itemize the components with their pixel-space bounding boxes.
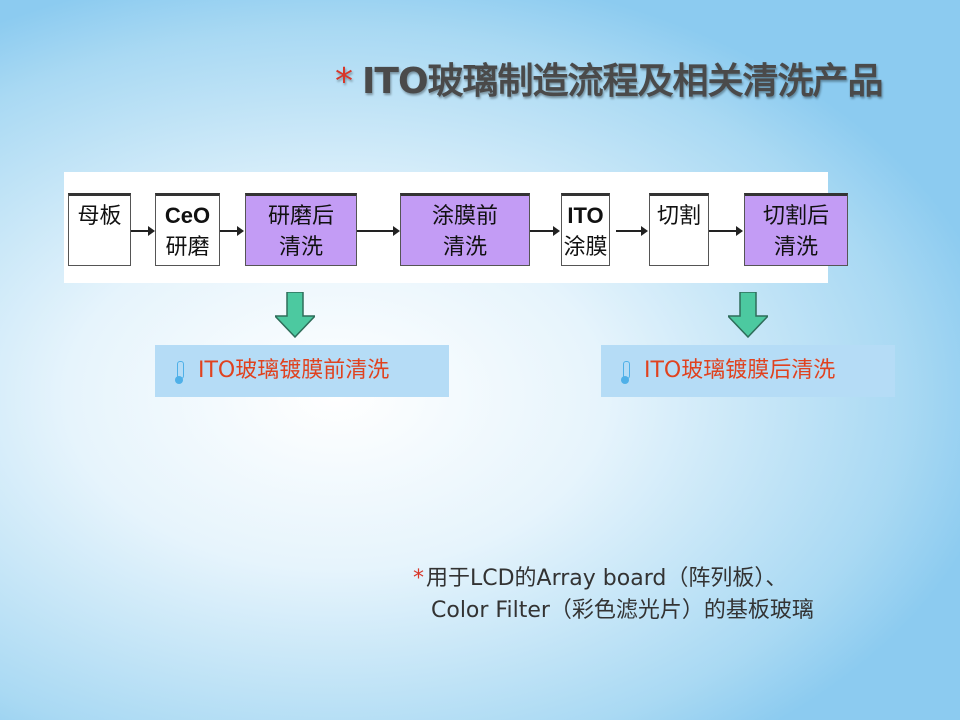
note-bullet: * (413, 566, 424, 591)
flow-arrow (709, 226, 743, 236)
step-label: 清洗 (773, 234, 818, 259)
step-label: 切割后 (762, 203, 829, 228)
flow-arrow (530, 226, 560, 236)
step-ceo-polishing: CeO 研磨 (155, 193, 220, 266)
product-pre-coating-clean: ITO玻璃镀膜前清洗 (155, 345, 449, 397)
step-cutting: 切割 (649, 193, 709, 266)
flow-arrow (616, 226, 648, 236)
product-label: ITO玻璃镀膜后清洗 (644, 358, 836, 383)
product-post-coating-clean: ITO玻璃镀膜后清洗 (601, 345, 895, 397)
product-label: ITO玻璃镀膜前清洗 (198, 358, 390, 383)
flow-arrow (131, 226, 155, 236)
flow-arrow (357, 226, 400, 236)
title-bullet: * (335, 61, 353, 102)
thermometer-icon (175, 361, 184, 384)
thermometer-icon (621, 361, 630, 384)
step-label: 研磨后 (267, 203, 334, 228)
step-post-polish-clean: 研磨后清洗 (245, 193, 357, 266)
note-line: Color Filter（彩色滤光片）的基板玻璃 (431, 598, 814, 623)
step-label: CeO (164, 203, 211, 228)
step-label: 切割 (656, 203, 701, 228)
step-label: 涂膜前 (431, 203, 498, 228)
step-mother-board: 母板 (68, 193, 131, 266)
step-label: 清洗 (278, 234, 323, 259)
flow-arrow (220, 226, 244, 236)
title-text: ITO玻璃制造流程及相关清洗产品 (362, 61, 884, 102)
step-post-cut-clean: 切割后清洗 (744, 193, 848, 266)
step-label: 清洗 (442, 234, 487, 259)
step-pre-coating-clean: 涂膜前清洗 (400, 193, 530, 266)
step-label: 母板 (77, 203, 122, 228)
process-flow-panel: 母板 CeO 研磨 研磨后清洗 涂膜前清洗 ITO 涂膜 切割 切割后清洗 (64, 172, 848, 283)
usage-note: *用于LCD的Array board（阵列板）、 Color Filter（彩色… (413, 563, 814, 627)
down-arrow-icon (728, 292, 768, 338)
step-ito-coating: ITO 涂膜 (561, 193, 610, 266)
note-line: 用于LCD的Array board（阵列板）、 (426, 566, 788, 591)
down-arrow-icon (275, 292, 315, 338)
step-label: 涂膜 (563, 234, 608, 259)
slide-title: *ITO玻璃制造流程及相关清洗产品 (335, 52, 884, 104)
step-label: 研磨 (165, 234, 210, 259)
step-label: ITO (567, 203, 604, 228)
